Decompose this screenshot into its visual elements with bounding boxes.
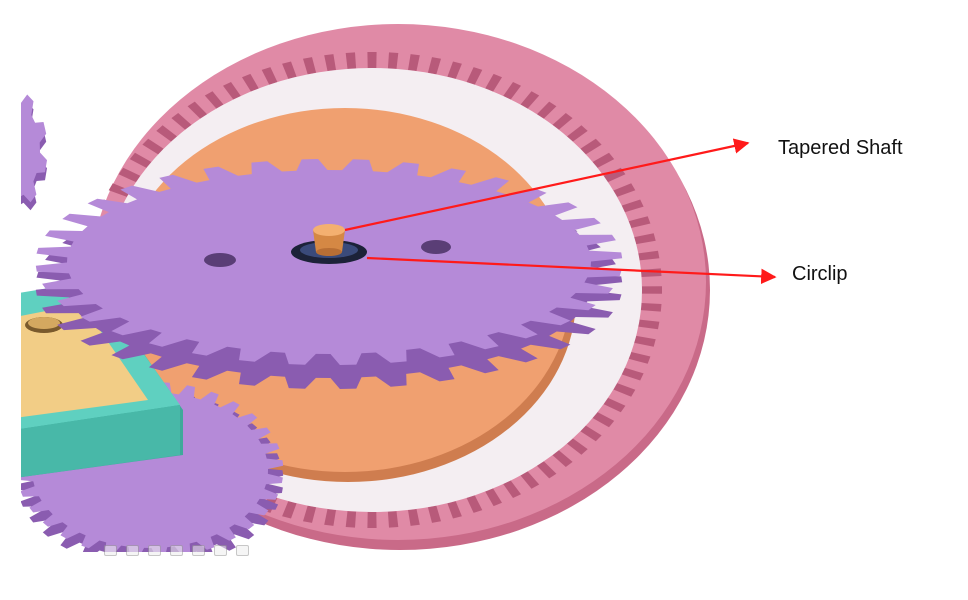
circlip-label: Circlip — [792, 263, 848, 285]
pan-icon — [126, 544, 139, 556]
shaft-arrow — [344, 138, 750, 232]
circlip-arrow — [366, 256, 777, 285]
housing-block — [21, 281, 183, 478]
viewport-toolbar — [104, 543, 310, 557]
gear-hole-left — [204, 253, 236, 267]
zoom-icon — [148, 544, 161, 556]
fit-icon — [170, 544, 183, 556]
grid-icon — [214, 544, 227, 556]
views-icon — [236, 544, 249, 556]
tapered-shaft — [313, 224, 345, 256]
planet-gear-left — [21, 94, 47, 211]
gear-hole-right — [421, 240, 451, 254]
display-icon — [192, 544, 205, 556]
orbit-icon — [104, 544, 117, 556]
tapered-shaft-label: Tapered Shaft — [778, 137, 903, 159]
